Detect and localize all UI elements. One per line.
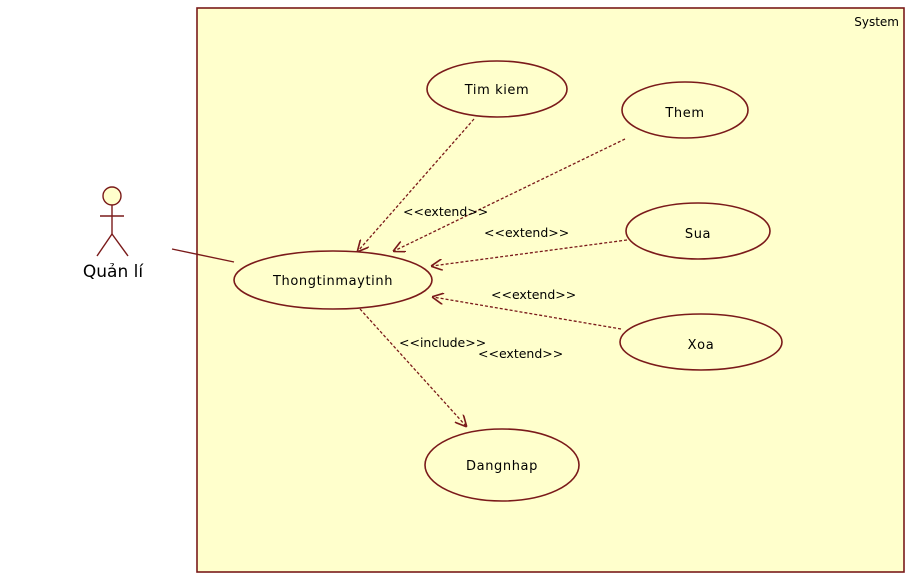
use-case-xoa[interactable]: Xoa xyxy=(619,313,783,371)
use-case-sua-label: Sua xyxy=(685,227,711,242)
use-case-timkiem[interactable]: Tim kiem xyxy=(426,60,568,118)
extend-timkiem-arrow[interactable] xyxy=(358,118,475,251)
extend-sua-arrow[interactable] xyxy=(432,239,628,266)
extend-timkiem-label: <<extend>> xyxy=(403,204,488,219)
extend-them-arrow[interactable] xyxy=(394,138,626,251)
actor-leg-right xyxy=(111,233,129,257)
include-dangnhap-label: <<include>> xyxy=(399,335,486,350)
actor-leg-left xyxy=(96,233,113,257)
extend-xoa-arrow[interactable] xyxy=(433,297,622,330)
actor-head-icon xyxy=(102,186,122,206)
use-case-thongtinmaytinh-label: Thongtinmaytinh xyxy=(272,274,393,289)
actor-label: Quản lí xyxy=(83,262,144,282)
use-case-dangnhap[interactable]: Dangnhap xyxy=(424,428,580,502)
use-case-sua[interactable]: Sua xyxy=(625,202,771,260)
system-label: System xyxy=(854,15,899,29)
use-case-them-label: Them xyxy=(664,106,704,121)
association-actor-thongtin[interactable] xyxy=(171,248,235,263)
use-case-them[interactable]: Them xyxy=(621,81,749,139)
extend-xoa-label: <<extend>> xyxy=(491,287,576,302)
use-case-dangnhap-label: Dangnhap xyxy=(466,459,538,474)
use-case-timkiem-label: Tim kiem xyxy=(464,83,530,98)
use-case-thongtinmaytinh[interactable]: Thongtinmaytinh xyxy=(233,250,433,310)
use-case-xoa-label: Xoa xyxy=(688,338,715,353)
extend-dangnhap-label: <<extend>> xyxy=(478,346,563,361)
extend-them-label: <<extend>> xyxy=(484,225,569,240)
actor-quan-li[interactable]: Quản lí xyxy=(83,186,144,282)
include-dangnhap-arrow[interactable] xyxy=(359,308,466,426)
